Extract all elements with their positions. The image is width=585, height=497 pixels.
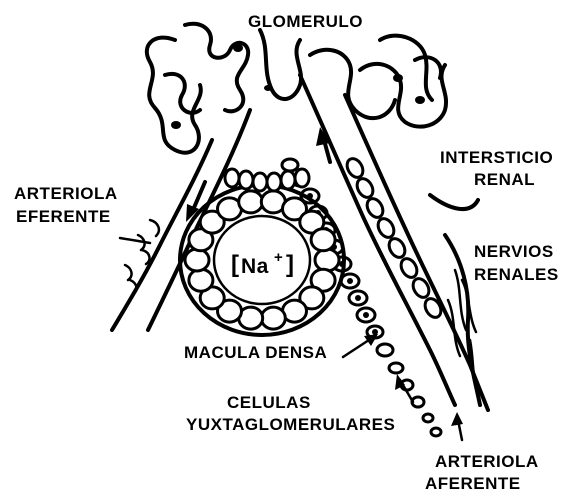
label-intersticio-2: RENAL (474, 170, 535, 189)
ion-charge: + (274, 249, 283, 266)
macula-densa-cell (311, 229, 335, 251)
macula-densa-cell (315, 249, 339, 271)
label-glomerulo: GLOMERULO (248, 12, 363, 31)
label-nervios-1: NERVIOS (474, 242, 554, 261)
ion-bracket-right: ] (286, 251, 295, 278)
sodium-ion: [ Na + ] (231, 249, 295, 278)
macula-densa-cell (261, 307, 285, 329)
macula-densa-cell (225, 169, 239, 187)
glomerulus-capillaries (147, 24, 446, 153)
macula-densa-cell (295, 169, 309, 187)
macula-densa-cell (253, 173, 267, 191)
label-arteriola-eferente-1: ARTERIOLA (14, 184, 118, 203)
label-nervios-2: RENALES (474, 265, 559, 284)
label-celulas-2: YUXTAGLOMERULARES (186, 415, 395, 434)
label-macula-densa: MACULA DENSA (184, 343, 327, 362)
macula-densa-cell (185, 249, 209, 271)
macula-densa-cell (239, 171, 253, 189)
label-arteriola-aferente-2: AFERENTE (425, 474, 521, 493)
macula-densa-cell (239, 191, 263, 213)
label-arteriola-eferente-2: EFERENTE (16, 207, 111, 226)
renal-nerves (448, 270, 478, 396)
label-arteriola-aferente-1: ARTERIOLA (435, 452, 539, 471)
label-celulas-1: CELULAS (227, 393, 311, 412)
ion-bracket-left: [ (231, 251, 240, 278)
macula-densa-cell (281, 171, 295, 189)
macula-densa-cell (189, 269, 213, 291)
label-intersticio-1: INTERSTICIO (440, 148, 553, 167)
macula-densa-cell (267, 173, 281, 191)
ion-symbol: Na (241, 255, 269, 278)
